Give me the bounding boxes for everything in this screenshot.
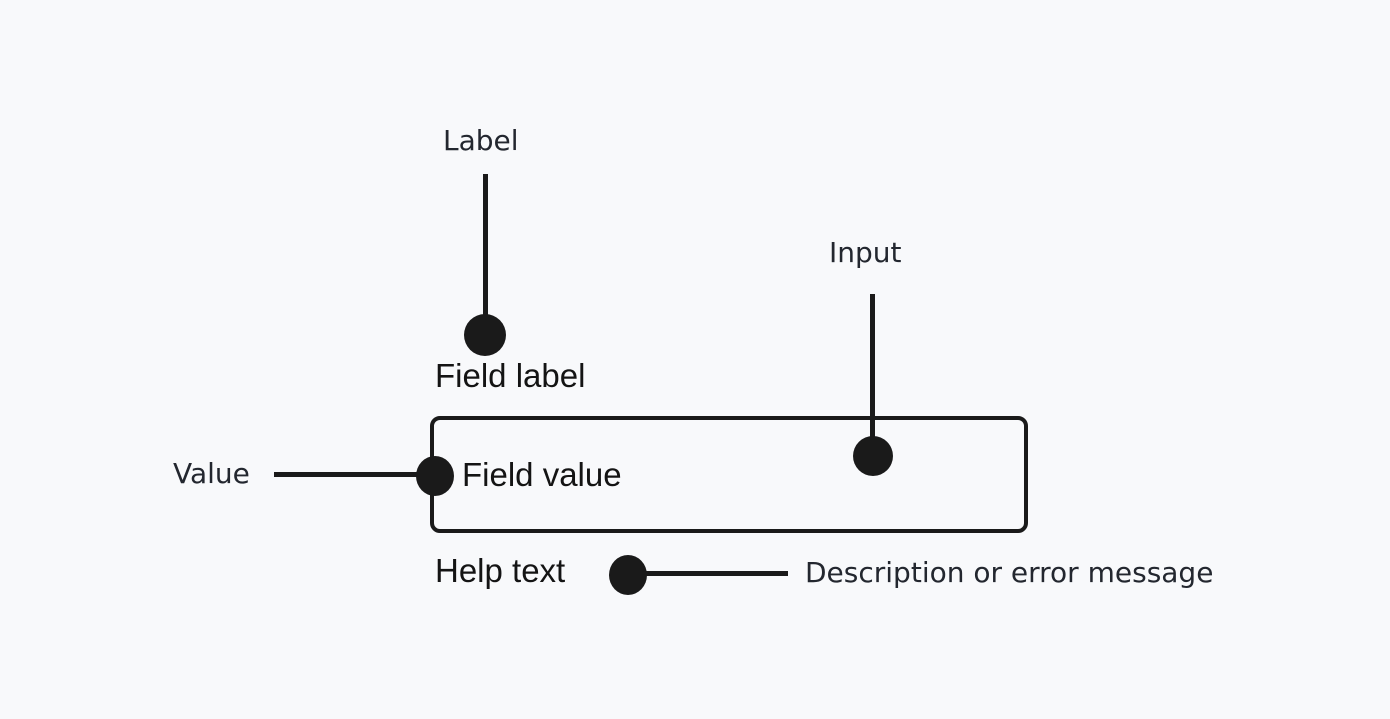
label-callout-text: Label [443, 124, 519, 157]
value-connector-line [274, 472, 434, 477]
field-label-text: Field label [435, 357, 586, 394]
input-connector-line [870, 294, 875, 446]
label-connector-dot [464, 314, 506, 356]
value-callout-text: Value [173, 457, 250, 490]
field-value-text: Field value [462, 455, 622, 493]
input-callout-text: Input [829, 236, 902, 269]
input-connector-dot [853, 436, 893, 476]
input-field-depiction: Field value [430, 416, 1028, 533]
value-connector-dot [416, 456, 454, 496]
help-callout-text: Description or error message [805, 556, 1214, 589]
help-text-label: Help text [435, 552, 566, 589]
help-connector-line [640, 571, 788, 576]
label-connector-line [483, 174, 488, 324]
